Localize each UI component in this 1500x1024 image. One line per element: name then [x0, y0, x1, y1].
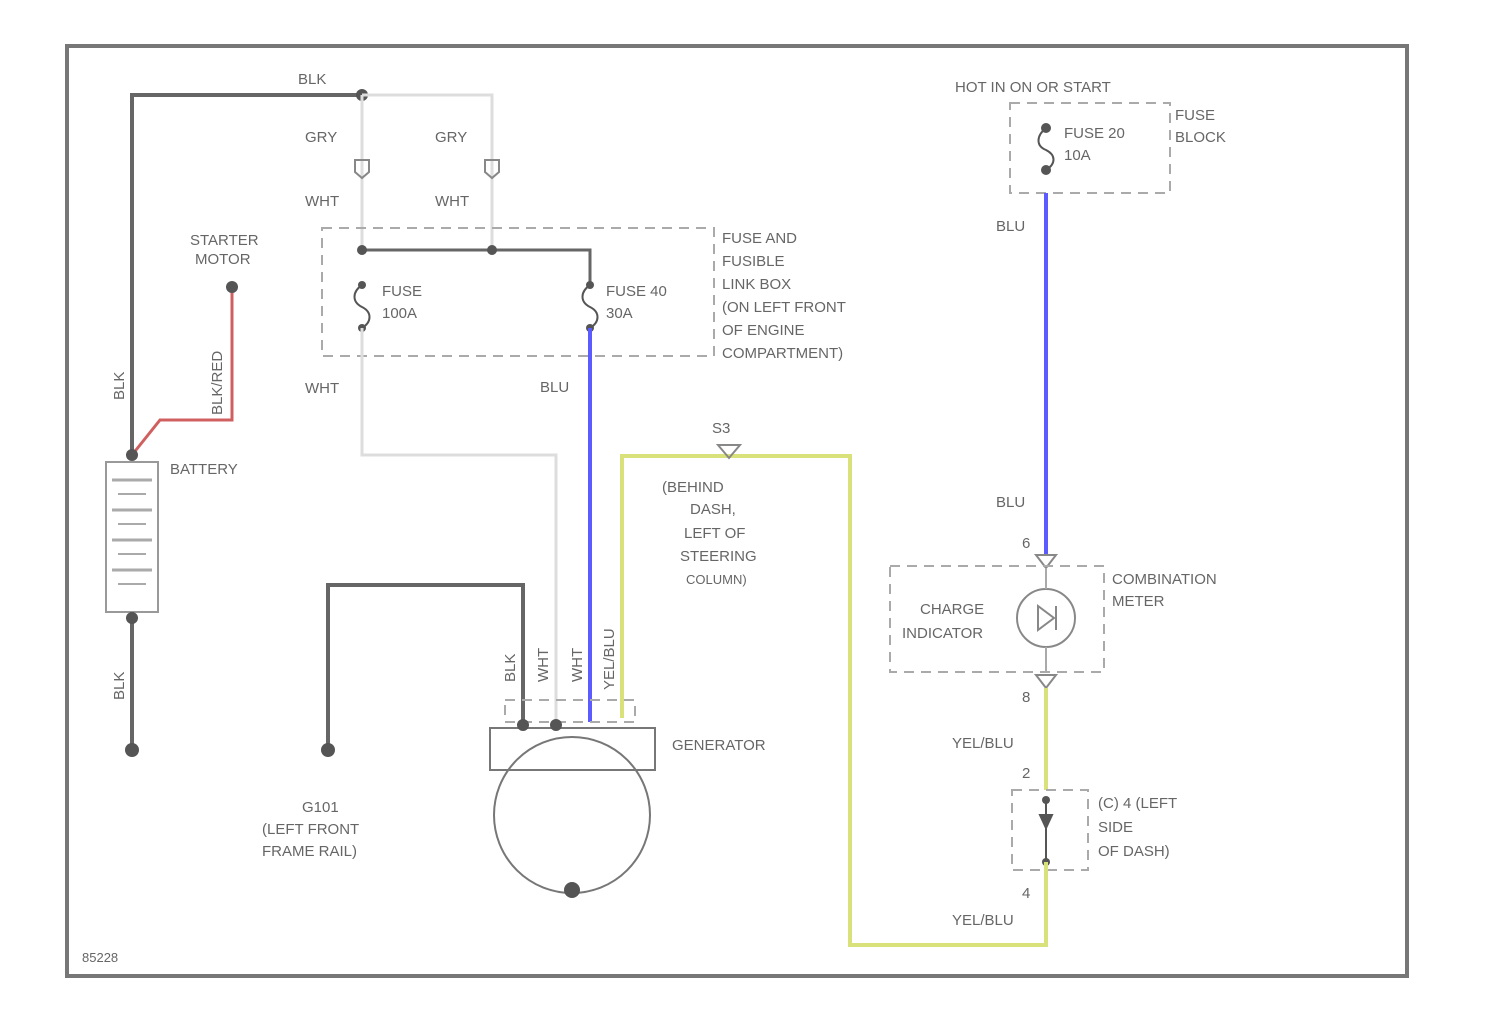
figure-id: 85228 [82, 950, 118, 965]
connector-c4-outline [1012, 790, 1088, 870]
connector-c4-output-label: YEL/BLU [952, 912, 1014, 929]
connector-c4-pin-bottom: 4 [1022, 885, 1030, 902]
generator-wire-label-wht-1: WHT [535, 648, 552, 682]
fuse-box-node-right [487, 245, 497, 255]
charge-indicator-lamp [1017, 589, 1075, 647]
fuse-box-node-left [357, 245, 367, 255]
fuse-link-box-title-3: LINK BOX [722, 276, 791, 293]
ground-location-label-2: FRAME RAIL) [262, 843, 357, 860]
ground-g101-terminal [321, 743, 335, 757]
battery-label: BATTERY [170, 461, 238, 478]
ground-location-label-1: (LEFT FRONT [262, 821, 359, 838]
connector-c4-symbol [1040, 800, 1052, 862]
fuse-link-box-title-2: FUSIBLE [722, 253, 785, 270]
battery-ground-terminal [125, 743, 139, 757]
generator-case-ground [564, 882, 580, 898]
fuse-link-box-title-1: FUSE AND [722, 230, 797, 247]
starter-motor-label-2: MOTOR [195, 251, 251, 268]
fuse-block-section: HOT IN ON OR START FUSE 20 10A FUSE BLOC… [955, 79, 1226, 555]
combination-meter-outline [890, 566, 1104, 672]
connector-s3-label-1: (BEHIND [662, 479, 724, 496]
fuse-40-symbol [583, 285, 598, 328]
fusible-link-2-lower-label: WHT [435, 193, 469, 210]
generator-label: GENERATOR [672, 737, 766, 754]
connector-c4-pin-top: 2 [1022, 765, 1030, 782]
generator-wire-label-wht-2: WHT [569, 648, 586, 682]
fuse-100a-output-label: WHT [305, 380, 339, 397]
fusible-link-2-wire [362, 95, 492, 250]
fuse-100a-label-1: FUSE [382, 283, 422, 300]
fusible-link-1-lower-label: WHT [305, 193, 339, 210]
connector-c4-label-2: SIDE [1098, 819, 1133, 836]
connector-s3-label-5: COLUMN) [686, 572, 747, 587]
starter-motor-terminal [226, 281, 238, 293]
generator-wire-label-yel-blu: YEL/BLU [601, 628, 618, 690]
fuse-20-output-label: BLU [996, 218, 1025, 235]
top-wire-label: BLK [298, 71, 326, 88]
charge-indicator-label-1: CHARGE [920, 601, 984, 618]
fuse-box-bus-bar [362, 250, 590, 285]
fuse-block-label-2: BLOCK [1175, 129, 1226, 146]
charge-indicator-diode [1038, 606, 1056, 630]
generator-wire-label-blk: BLK [502, 654, 519, 682]
combination-meter-label-2: METER [1112, 593, 1165, 610]
generator-body [494, 737, 650, 893]
fuse-20-symbol [1039, 128, 1054, 170]
fuse-100a-label-2: 100A [382, 305, 417, 322]
meter-pin-bottom-connector [1036, 675, 1056, 688]
fusible-links: GRY WHT GRY WHT [305, 89, 499, 250]
generator-section: G101 BLK WHT WHT YEL/BLU GENERATOR [302, 585, 766, 898]
meter-pin-bottom: 8 [1022, 689, 1030, 706]
fuse-20-label-1: FUSE 20 [1064, 125, 1125, 142]
fuse-20-bottom-terminal [1041, 165, 1051, 175]
charge-indicator-label-2: INDICATOR [902, 625, 983, 642]
connector-s3-pin-label: S3 [712, 420, 730, 437]
fuse-20-label-2: 10A [1064, 147, 1091, 164]
left-upper-wire-label: BLK [111, 372, 128, 400]
fuse-link-box-title-4: (ON LEFT FRONT [722, 299, 846, 316]
connector-s3-section: S3 (BEHIND DASH, LEFT OF STEERING COLUMN… [622, 420, 1046, 945]
fuse-40-output-label: BLU [540, 379, 569, 396]
combination-meter-section: BLU 6 CHARGE INDICATOR COMBINATION METER… [890, 494, 1217, 790]
connector-c4-section: 2 (C) 4 (LEFT SIDE OF DASH) 4 YEL/BLU [952, 765, 1177, 945]
meter-output-wire-label: YEL/BLU [952, 735, 1014, 752]
fuse-block-label-1: FUSE [1175, 107, 1215, 124]
connector-s3-label-4: STEERING [680, 548, 757, 565]
battery-negative-node [126, 612, 138, 624]
battery-symbol [106, 462, 158, 612]
connector-c4-label-3: OF DASH) [1098, 843, 1170, 860]
generator-terminal-b [517, 719, 529, 731]
connector-c4-label-1: (C) 4 (LEFT [1098, 795, 1177, 812]
fusible-link-1-upper-label: GRY [305, 129, 337, 146]
fuse-link-box-title-6: COMPARTMENT) [722, 345, 843, 362]
fuse-block-header: HOT IN ON OR START [955, 79, 1111, 96]
meter-input-wire-label: BLU [996, 494, 1025, 511]
battery-positive-node [126, 449, 138, 461]
fuse-100a-output-wire [362, 328, 556, 725]
starter-wire-label: BLK/RED [209, 351, 226, 415]
battery-positive-wire [132, 95, 362, 455]
left-lower-wire-label: BLK [111, 672, 128, 700]
fusible-link-2-upper-label: GRY [435, 129, 467, 146]
combination-meter-label-1: COMBINATION [1112, 571, 1217, 588]
connector-s3-label-2: DASH, [690, 501, 736, 518]
starter-motor-label-1: STARTER [190, 232, 259, 249]
fuse-40-label-2: 30A [606, 305, 633, 322]
connector-s3-label-3: LEFT OF [684, 525, 745, 542]
fuse-100a-symbol [355, 285, 370, 328]
generator-terminal-l [550, 719, 562, 731]
generator-ground-wire [328, 585, 523, 750]
meter-pin-top: 6 [1022, 535, 1030, 552]
fuse-link-box-title-5: OF ENGINE [722, 322, 805, 339]
generator-wire-labels: BLK WHT WHT YEL/BLU [502, 628, 618, 690]
fuse-40-label-1: FUSE 40 [606, 283, 667, 300]
battery-section: BLK BLK BLK/RED STARTER MOTOR BATTERY BL… [106, 71, 362, 757]
ground-label-1: G101 [302, 799, 339, 816]
